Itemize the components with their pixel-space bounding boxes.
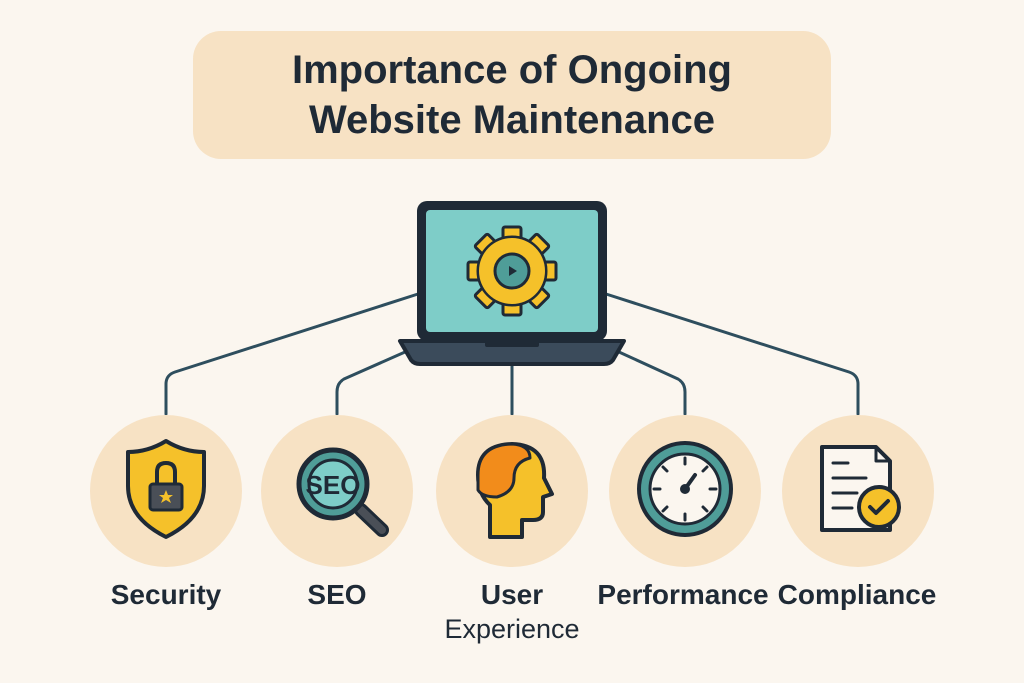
title-line-1: Importance of Ongoing (292, 48, 732, 92)
label-security: Security (66, 578, 266, 612)
user-experience-label: User (480, 579, 544, 610)
compliance-node (782, 415, 934, 567)
head-profile-icon (476, 442, 554, 539)
compliance-label: Compliance (777, 579, 937, 610)
label-user-experience: User Experience (412, 578, 612, 646)
title-banner: Importance of Ongoing Website Maintenanc… (193, 31, 831, 159)
user-experience-node (436, 415, 588, 567)
security-label: Security (110, 579, 222, 610)
connector-security (164, 292, 420, 416)
speedometer-icon (637, 441, 733, 537)
connector-performance (617, 350, 687, 416)
title-line-2: Website Maintenance (308, 98, 716, 142)
connector-seo (335, 350, 407, 416)
connector-lines (164, 292, 860, 416)
performance-label: Performance (597, 579, 769, 610)
user-experience-sublabel: Experience (444, 614, 580, 644)
performance-node (609, 415, 761, 567)
security-node (90, 415, 242, 567)
seo-label: SEO (307, 579, 367, 610)
seo-node: SEO (261, 415, 413, 567)
document-check-icon (820, 445, 901, 532)
connector-compliance (604, 292, 860, 416)
label-seo: SEO (237, 578, 437, 612)
label-performance: Performance (583, 578, 783, 612)
laptop-gear-icon (398, 201, 626, 366)
shield-lock-icon (126, 439, 206, 539)
label-compliance: Compliance (757, 578, 957, 612)
magnifier-icon: SEO (296, 447, 389, 537)
seo-icon-text: SEO (306, 470, 361, 500)
